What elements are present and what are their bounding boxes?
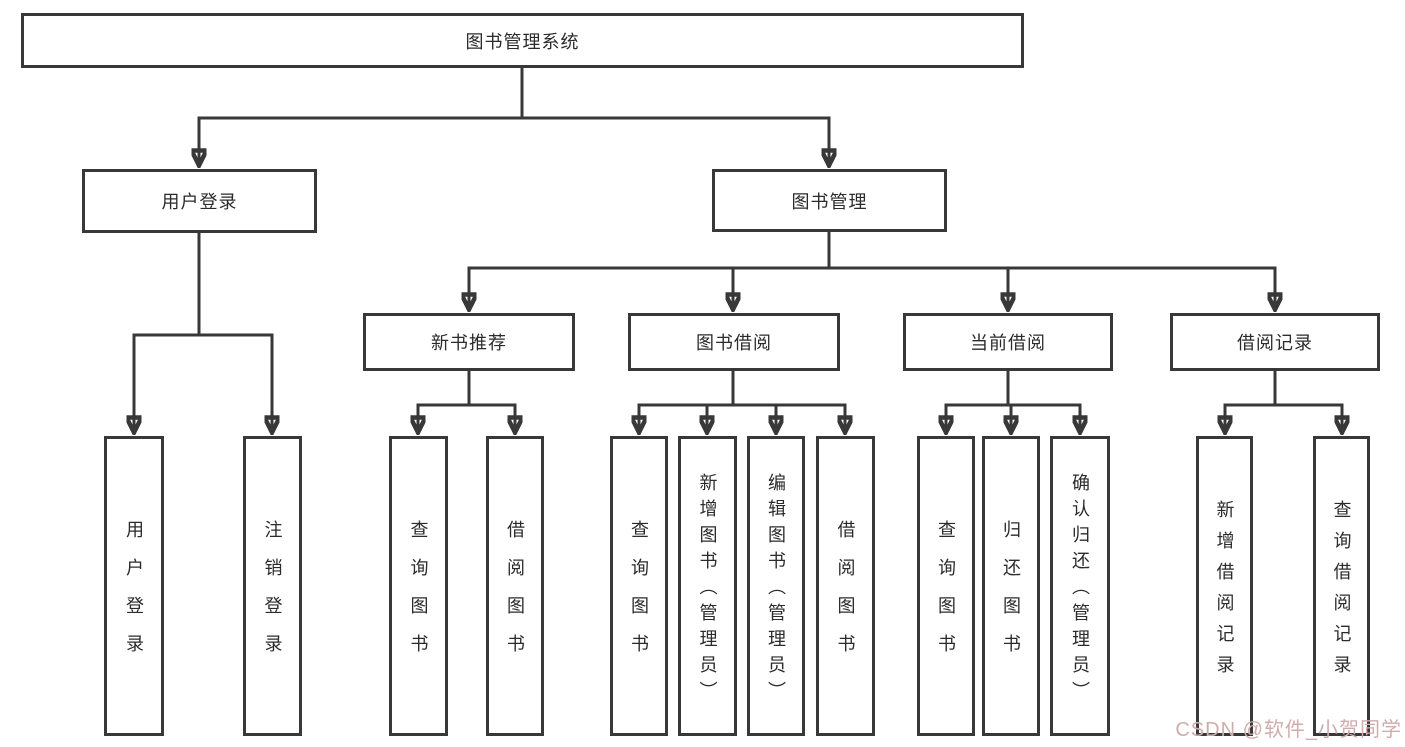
node-bb-borrow-books-label: 借阅图书	[835, 520, 856, 672]
node-bb-borrow-books: 借阅图书	[816, 436, 875, 736]
node-br-query-record: 查询借阅记录	[1313, 436, 1370, 736]
node-rec-query-books: 查询图书	[389, 436, 448, 736]
node-new-book-rec-label: 新书推荐	[431, 333, 507, 353]
node-cb-query-books: 查询图书	[917, 436, 975, 736]
node-rec-borrow-books-label: 借阅图书	[505, 520, 525, 672]
node-leaf-logout: 注销登录	[243, 436, 302, 736]
node-bb-edit-books: 编辑图书（管理员）	[747, 436, 805, 736]
node-cb-confirm-return: 确认归还（管理员）	[1050, 436, 1110, 736]
node-bb-query-books-label: 查询图书	[629, 520, 649, 672]
node-bb-query-books: 查询图书	[610, 436, 668, 736]
node-new-book-rec: 新书推荐	[363, 313, 575, 371]
node-current-borrow: 当前借阅	[903, 313, 1113, 371]
node-borrow-records: 借阅记录	[1170, 313, 1380, 371]
node-br-query-record-label: 查询借阅记录	[1331, 499, 1352, 686]
node-book-mgmt: 图书管理	[712, 169, 947, 232]
node-book-borrow: 图书借阅	[628, 313, 840, 371]
node-leaf-user-login-label: 用户登录	[124, 520, 144, 672]
node-bb-add-books-label: 新增图书（管理员）	[697, 473, 718, 707]
node-rec-borrow-books: 借阅图书	[486, 436, 544, 736]
node-cb-return-books: 归还图书	[982, 436, 1040, 736]
node-leaf-user-login: 用户登录	[104, 436, 164, 736]
node-user-login-label: 用户登录	[161, 192, 238, 212]
node-br-add-record: 新增借阅记录	[1196, 436, 1253, 736]
node-root-label: 图书管理系统	[465, 31, 580, 52]
node-bb-add-books: 新增图书（管理员）	[678, 436, 737, 736]
node-user-login: 用户登录	[82, 169, 317, 233]
node-cb-query-books-label: 查询图书	[936, 520, 956, 672]
node-book-borrow-label: 图书借阅	[696, 333, 772, 353]
node-book-mgmt-label: 图书管理	[791, 191, 868, 212]
node-leaf-logout-label: 注销登录	[262, 520, 283, 672]
node-br-add-record-label: 新增借阅记录	[1214, 499, 1235, 686]
node-rec-query-books-label: 查询图书	[408, 520, 429, 672]
node-current-borrow-label: 当前借阅	[970, 333, 1046, 353]
node-cb-return-books-label: 归还图书	[1001, 520, 1021, 672]
node-root: 图书管理系统	[21, 13, 1024, 68]
node-borrow-records-label: 借阅记录	[1237, 333, 1313, 353]
node-cb-confirm-return-label: 确认归还（管理员）	[1070, 473, 1090, 707]
node-bb-edit-books-label: 编辑图书（管理员）	[766, 473, 786, 707]
